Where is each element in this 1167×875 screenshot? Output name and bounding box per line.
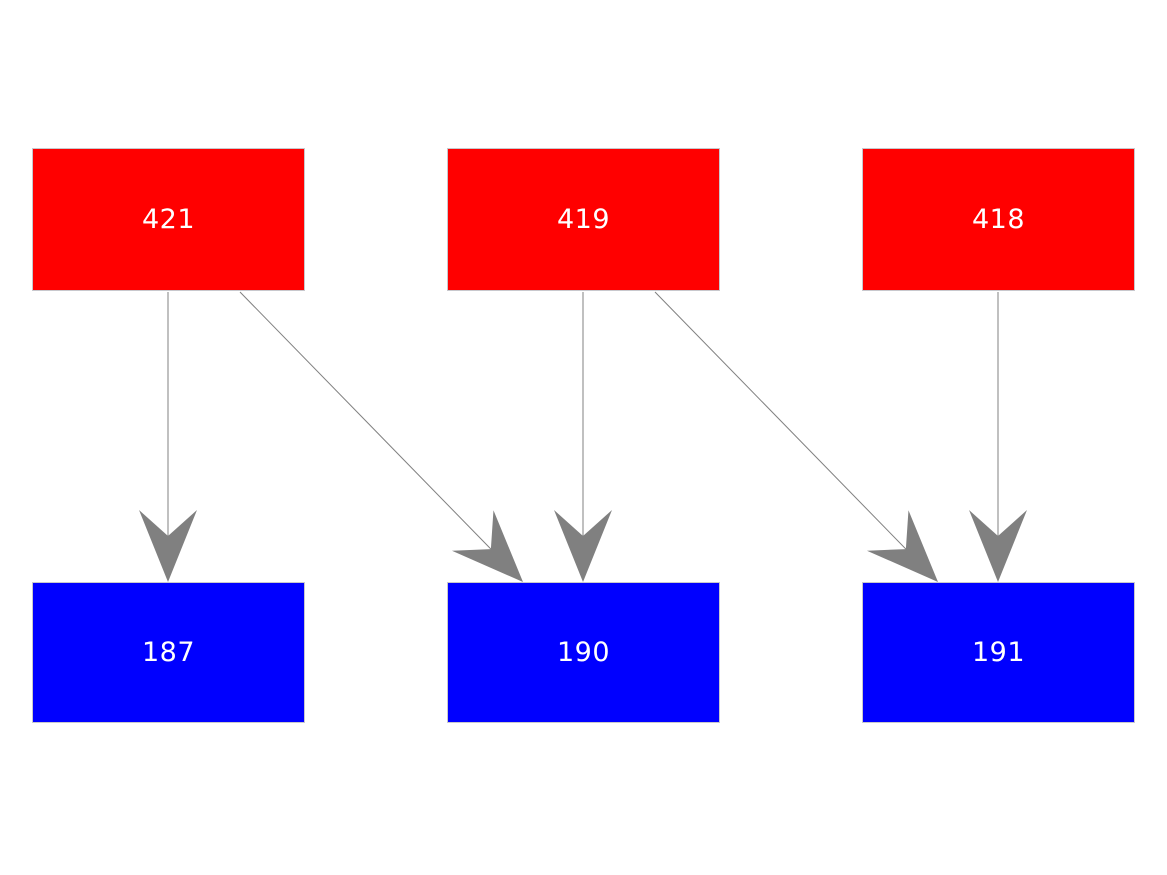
node-187[interactable]: 187 — [32, 582, 305, 723]
node-418[interactable]: 418 — [862, 148, 1135, 291]
edge-arrowhead — [866, 510, 938, 582]
node-label: 418 — [971, 204, 1026, 235]
node-label: 187 — [141, 637, 196, 668]
node-191[interactable]: 191 — [862, 582, 1135, 723]
node-190[interactable]: 190 — [447, 582, 720, 723]
edge-line — [654, 291, 911, 555]
node-label: 421 — [141, 204, 196, 235]
node-419[interactable]: 419 — [447, 148, 720, 291]
edge-arrowhead — [139, 510, 197, 582]
edge-arrowhead — [451, 510, 523, 582]
edge-arrowhead — [969, 510, 1027, 582]
node-label: 190 — [556, 637, 611, 668]
edge-line — [239, 291, 496, 555]
node-421[interactable]: 421 — [32, 148, 305, 291]
node-label: 419 — [556, 204, 611, 235]
node-label: 191 — [971, 637, 1026, 668]
edge-arrowhead — [554, 510, 612, 582]
